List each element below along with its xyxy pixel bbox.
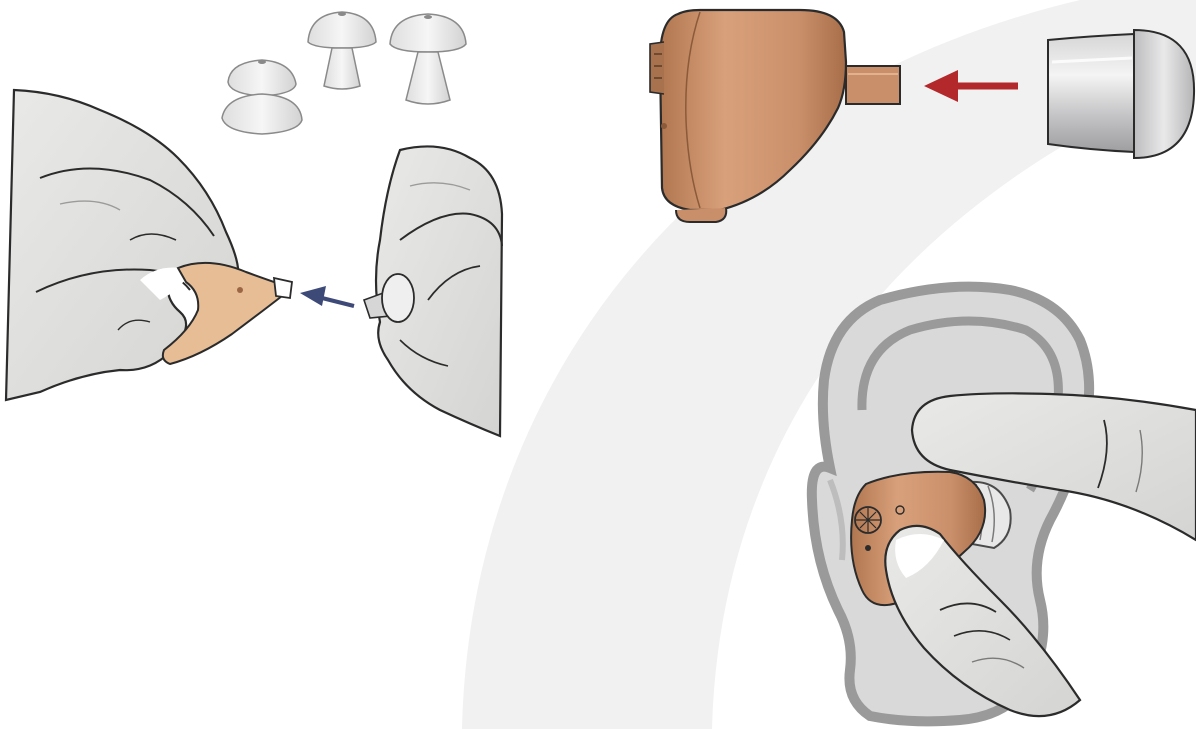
dome-size-large-icon — [390, 14, 466, 104]
blue-arrow-icon — [300, 286, 354, 306]
nozzle-icon — [846, 66, 900, 104]
step-attach-dome-gloved-hands — [6, 12, 502, 436]
dome-in-fingers-icon — [364, 274, 414, 322]
dome-side-view-icon — [1048, 30, 1194, 158]
step-insert-into-ear — [812, 287, 1196, 722]
gloved-hand-holding-device-icon — [6, 90, 238, 400]
dome-size-small-icon — [222, 60, 302, 134]
dome-size-medium-icon — [308, 12, 376, 89]
